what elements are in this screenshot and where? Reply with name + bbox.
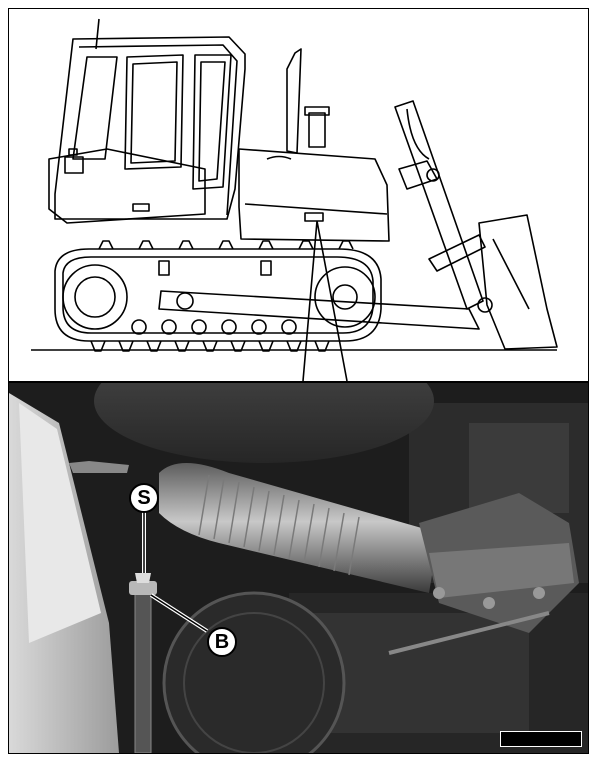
tilt-cylinder: [428, 234, 486, 272]
panel-divider: [8, 381, 589, 383]
dipstick-tube: [134, 590, 152, 753]
dipstick-handle: [135, 573, 151, 583]
blade-lift-arm: [394, 100, 484, 310]
figure-id-plate: [500, 731, 582, 747]
engine-photo-illustration: [9, 383, 588, 753]
callout-s: S: [129, 483, 159, 513]
push-arm: [158, 290, 480, 330]
side-panel-latch: [304, 212, 324, 222]
track-outline: [54, 248, 382, 342]
front-light: [64, 156, 84, 174]
corrugated-pipe: [159, 463, 439, 593]
callout-s-label: S: [137, 486, 151, 509]
dozer-illustration: [31, 18, 558, 382]
callout-b: B: [207, 627, 237, 657]
air-intake: [308, 112, 326, 148]
dozer-blade: [478, 214, 558, 350]
cab-rear-window: [192, 54, 232, 190]
cab-door-window: [124, 54, 184, 170]
antenna: [95, 18, 100, 50]
exhaust-stack: [286, 48, 302, 154]
dozer-line-drawing: [9, 9, 588, 382]
cab-front-window: [72, 56, 118, 160]
cab-outline: [54, 36, 246, 220]
callout-b-label: B: [214, 630, 230, 653]
sprocket-wheel: [314, 266, 376, 328]
engine-hood: [238, 148, 390, 242]
view-direction-lines: [302, 220, 348, 382]
idler-wheel: [62, 264, 128, 330]
callout-b-leader: [150, 594, 208, 632]
track-grousers: [90, 340, 330, 352]
cab-lower-body: [48, 148, 206, 224]
engine-compartment-photo: S B: [9, 383, 588, 753]
dipstick-tube-collar: [129, 581, 157, 595]
tank-dome: [94, 383, 434, 463]
step: [132, 203, 150, 212]
flywheel-housing: [162, 591, 346, 753]
